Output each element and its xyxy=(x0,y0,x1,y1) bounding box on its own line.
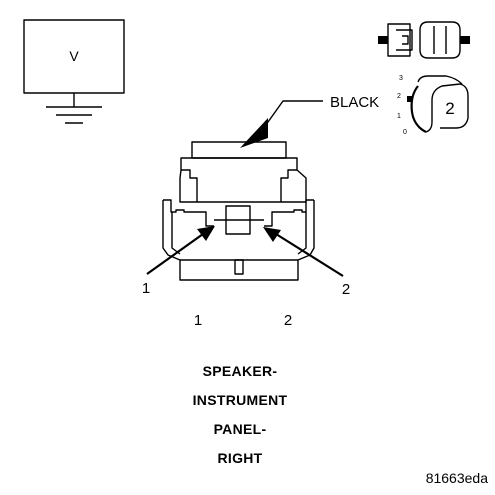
color-label: BLACK xyxy=(330,94,379,111)
color-callout: BLACK xyxy=(240,94,379,148)
callout-2: 2 xyxy=(342,281,350,298)
title-line-3: PANEL- xyxy=(214,421,267,437)
arrow-icon xyxy=(197,226,215,241)
ground-icon xyxy=(46,93,102,124)
pin-1-label: 1 xyxy=(194,312,202,329)
callout-arrows: 1 2 xyxy=(142,226,350,298)
callout-1: 1 xyxy=(142,280,150,297)
inset-number: 2 xyxy=(445,99,454,118)
voltmeter-symbol: V xyxy=(23,19,125,124)
connector-mating-icon xyxy=(378,21,470,59)
connector-face xyxy=(162,141,315,281)
title-line-1: SPEAKER- xyxy=(203,363,278,379)
inset-cavity-1: 1 xyxy=(397,113,401,120)
figure-id: 81663eda xyxy=(426,470,489,486)
inset-cavity-0: 0 xyxy=(403,129,407,136)
pin-2-label: 2 xyxy=(284,312,292,329)
connector-title: SPEAKER- INSTRUMENT PANEL- RIGHT xyxy=(193,363,288,466)
arrow-icon xyxy=(240,118,268,148)
inset-cavity-3: 3 xyxy=(399,75,403,82)
voltmeter-symbol-label: V xyxy=(69,48,79,64)
title-line-2: INSTRUMENT xyxy=(193,392,288,408)
inset-cavity-2: 2 xyxy=(397,93,401,100)
title-line-4: RIGHT xyxy=(217,450,262,466)
arrow-icon xyxy=(263,227,281,242)
connector-cavity-inset: 3 2 1 0 2 xyxy=(397,75,469,136)
